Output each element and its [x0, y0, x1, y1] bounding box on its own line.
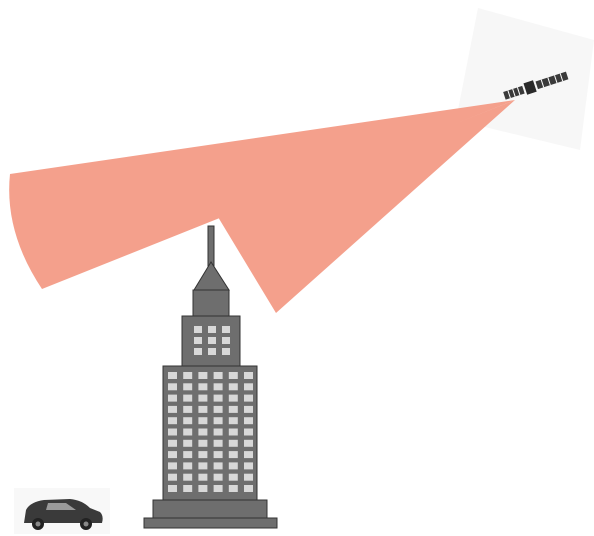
window — [168, 406, 177, 413]
window — [229, 462, 238, 469]
window — [198, 383, 207, 390]
window — [198, 451, 207, 458]
window — [214, 383, 223, 390]
window — [168, 417, 177, 424]
window — [198, 462, 207, 469]
window — [183, 440, 192, 447]
window — [198, 395, 207, 402]
window — [168, 395, 177, 402]
window — [214, 451, 223, 458]
window — [244, 395, 253, 402]
window — [168, 440, 177, 447]
window — [214, 440, 223, 447]
window — [214, 429, 223, 436]
window — [229, 417, 238, 424]
window — [183, 451, 192, 458]
window — [168, 383, 177, 390]
window — [229, 429, 238, 436]
window — [198, 406, 207, 413]
window — [244, 485, 253, 492]
window — [229, 395, 238, 402]
window — [183, 429, 192, 436]
window — [229, 372, 238, 379]
window — [229, 474, 238, 481]
window — [214, 462, 223, 469]
window — [198, 440, 207, 447]
window — [244, 372, 253, 379]
window — [168, 485, 177, 492]
window — [183, 474, 192, 481]
window — [229, 440, 238, 447]
window — [198, 417, 207, 424]
window — [214, 372, 223, 379]
window — [168, 372, 177, 379]
window — [183, 462, 192, 469]
window — [198, 485, 207, 492]
window — [229, 406, 238, 413]
window — [168, 462, 177, 469]
window — [183, 417, 192, 424]
window — [168, 429, 177, 436]
window — [229, 383, 238, 390]
window — [198, 474, 207, 481]
window — [244, 440, 253, 447]
window — [214, 485, 223, 492]
window — [244, 406, 253, 413]
window — [168, 474, 177, 481]
upper-tower-windows — [194, 326, 230, 355]
window — [183, 485, 192, 492]
window — [214, 406, 223, 413]
window — [244, 429, 253, 436]
window — [214, 417, 223, 424]
window — [214, 474, 223, 481]
window — [244, 383, 253, 390]
window — [244, 451, 253, 458]
window — [244, 462, 253, 469]
window — [183, 395, 192, 402]
window — [198, 372, 207, 379]
window — [183, 406, 192, 413]
window — [244, 474, 253, 481]
window — [183, 372, 192, 379]
window — [229, 485, 238, 492]
window — [183, 383, 192, 390]
window — [168, 451, 177, 458]
window — [198, 429, 207, 436]
window — [214, 395, 223, 402]
car-icon — [14, 488, 110, 534]
window — [244, 417, 253, 424]
window — [229, 451, 238, 458]
